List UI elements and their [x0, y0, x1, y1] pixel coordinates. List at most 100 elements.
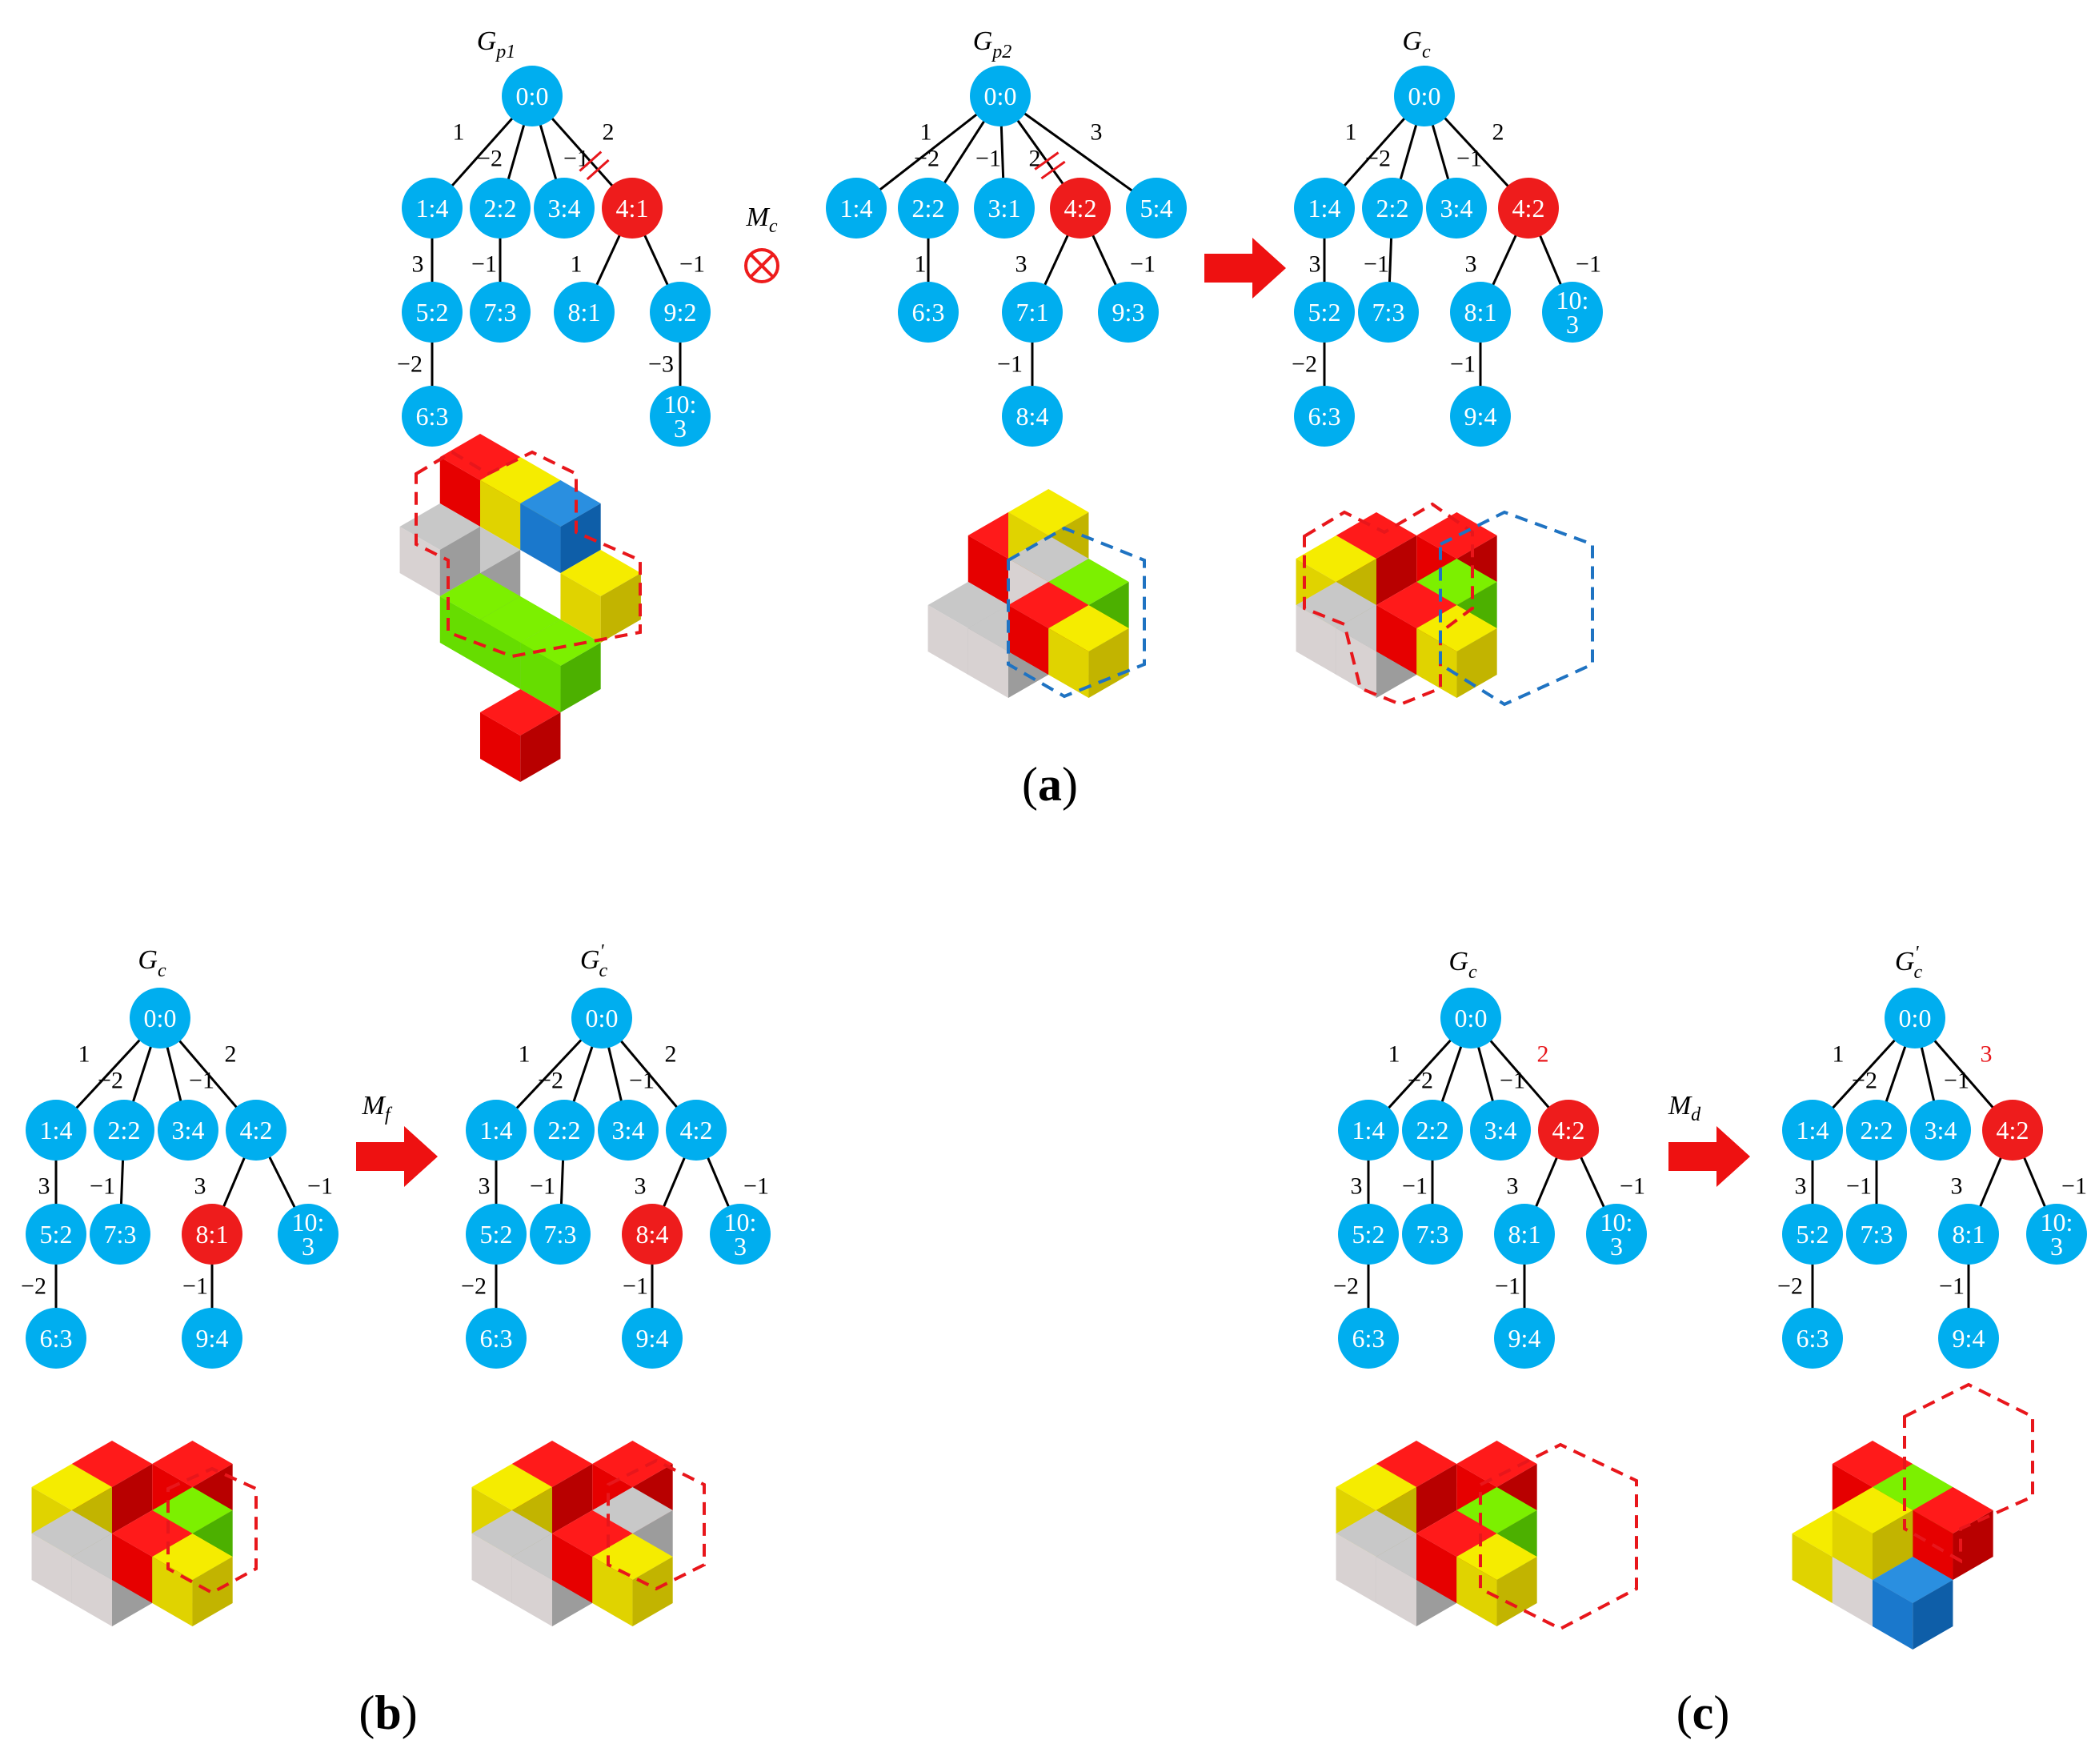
- cube-left-face: [1456, 1557, 1497, 1626]
- node-label: 0:0: [1408, 82, 1441, 110]
- node-label: 1:4: [840, 194, 873, 223]
- tree-title: Gc: [138, 945, 166, 981]
- edge-weight-label: 3: [1507, 1173, 1519, 1200]
- edge-weight-label: 1: [519, 1041, 531, 1068]
- edge-weight-label: −2: [1333, 1273, 1359, 1300]
- tree-node: 2:2: [94, 1100, 154, 1161]
- node-circle: [666, 1100, 727, 1161]
- tree-node: 10:3: [1542, 282, 1603, 343]
- node-circle: [1402, 1204, 1463, 1265]
- edge-weight-label: −2: [98, 1068, 123, 1094]
- right-arrow-icon: [1204, 238, 1286, 299]
- node-label: 2:2: [484, 194, 517, 223]
- node-label: 5:2: [1352, 1220, 1385, 1249]
- node-circle: [1938, 1204, 1999, 1265]
- node-label: 10:: [1600, 1208, 1633, 1237]
- tree-node: 5:2: [402, 282, 463, 343]
- tree-title-main: G: [477, 26, 497, 56]
- tree-node: 5:4: [1126, 178, 1187, 239]
- tree-node: 8:1: [182, 1204, 242, 1265]
- edge-weight-label: −2: [1408, 1068, 1433, 1094]
- tree-node: 9:4: [1938, 1308, 1999, 1369]
- tree-title-sub: p1: [495, 42, 515, 62]
- edge-weight-label: 3: [1981, 1041, 1993, 1068]
- tree-node: 2:2: [1362, 178, 1423, 239]
- node-circle: [470, 282, 531, 343]
- tree-node: 1:4: [1782, 1100, 1843, 1161]
- tree-title-main: G: [580, 945, 600, 975]
- node-label: 10:: [1556, 286, 1589, 315]
- node-label: 7:3: [484, 298, 517, 327]
- edge-weight-label: −1: [1450, 351, 1476, 378]
- tree-node: 6:3: [402, 386, 463, 447]
- cube-left-face: [1336, 1533, 1376, 1603]
- tree-title-sub: c: [1422, 42, 1431, 62]
- cut-mark: [1034, 151, 1060, 170]
- cube-right-face: [192, 1557, 233, 1626]
- cube: [520, 480, 601, 573]
- tree-node: 3:4: [1426, 178, 1487, 239]
- tree-node: 5:2: [1338, 1204, 1399, 1265]
- tree-title-main: G: [1402, 26, 1422, 56]
- node-circle: [898, 178, 959, 239]
- node-label: 0:0: [984, 82, 1017, 110]
- node-circle: [898, 282, 959, 343]
- right-arrow-icon: [356, 1126, 438, 1187]
- cube-left-face: [112, 1533, 153, 1603]
- node-label: 0:0: [1455, 1004, 1488, 1032]
- node-label: 4:2: [1997, 1116, 2029, 1145]
- node-circle: [571, 988, 632, 1048]
- cube-left-face: [1416, 1533, 1457, 1603]
- tree-node: 7:3: [530, 1204, 591, 1265]
- panel-label-b: (b): [359, 1686, 417, 1739]
- tree-node: 10:3: [278, 1204, 338, 1265]
- node-circle: [1362, 178, 1423, 239]
- node-label: 6:3: [1797, 1324, 1829, 1353]
- cube: [480, 689, 561, 782]
- edge-weight-label: −1: [629, 1068, 655, 1094]
- cube: [1832, 1487, 1913, 1580]
- node-circle: [1494, 1204, 1555, 1265]
- cube-right-face: [1873, 1510, 1913, 1580]
- tree-title-sub: p2: [991, 42, 1011, 62]
- node-circle: [1782, 1308, 1843, 1369]
- tree-node: 3:4: [1910, 1100, 1971, 1161]
- node-circle: [182, 1308, 242, 1369]
- node-label: 9:2: [664, 298, 697, 327]
- node-label: 7:1: [1016, 298, 1049, 327]
- tree-node: 0:0: [571, 988, 632, 1048]
- tree-node: 7:3: [470, 282, 531, 343]
- tree-title-sub: c: [1914, 962, 1923, 983]
- node-circle: [402, 386, 463, 447]
- edge-weight-label: 3: [1465, 251, 1477, 278]
- node-label: 0:0: [516, 82, 549, 110]
- tree-title: G'c: [580, 941, 608, 981]
- tree-node: 1:4: [1294, 178, 1355, 239]
- tree-node: 3:4: [598, 1100, 659, 1161]
- tree-node: 8:1: [1450, 282, 1511, 343]
- node-label: 1:4: [416, 194, 449, 223]
- node-circle: [1426, 178, 1487, 239]
- node-circle: [1782, 1204, 1843, 1265]
- tree-node: 0:0: [130, 988, 190, 1048]
- node-circle: [1910, 1100, 1971, 1161]
- tree-node: 6:3: [1338, 1308, 1399, 1369]
- red-dashed-outline: [1903, 1382, 2034, 1564]
- tree-node: 8:4: [1002, 386, 1063, 447]
- node-circle: [1002, 386, 1063, 447]
- tree-node: 5:2: [1782, 1204, 1843, 1265]
- tree-node: 6:3: [1294, 386, 1355, 447]
- node-circle: [130, 988, 190, 1048]
- node-label: 2:2: [1861, 1116, 1893, 1145]
- cube: [1873, 1557, 1953, 1650]
- red-dashed-outline: [1303, 502, 1474, 707]
- node-circle: [1338, 1100, 1399, 1161]
- tree-node: 1:4: [26, 1100, 86, 1161]
- cube: [1048, 605, 1129, 698]
- node-label: 4:1: [616, 194, 649, 223]
- node-label: 6:3: [480, 1324, 513, 1353]
- node-circle: [1358, 282, 1419, 343]
